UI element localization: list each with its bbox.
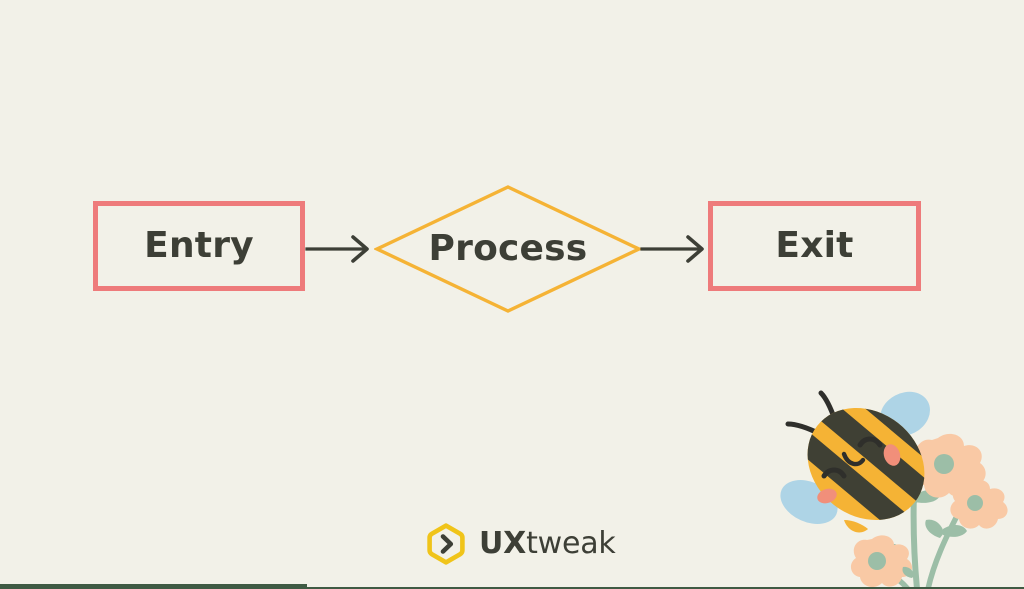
flow-node-entry-label: Entry xyxy=(144,225,254,266)
progress-fill xyxy=(0,584,308,589)
diamond-shape xyxy=(374,185,642,313)
logo-tweak-text: tweak xyxy=(526,526,616,561)
progress-bar[interactable] xyxy=(0,583,1024,589)
progress-track xyxy=(0,587,1024,589)
uxtweak-logo: UXtweak xyxy=(424,522,616,566)
flow-node-entry[interactable]: Entry xyxy=(93,201,305,291)
flow-node-process[interactable]: Process xyxy=(374,184,642,314)
bee-with-flowers-illustration xyxy=(780,384,1008,589)
flow-node-exit-label: Exit xyxy=(775,225,854,266)
logo-ux-text: UX xyxy=(479,526,527,561)
uxtweak-wordmark: UXtweak xyxy=(479,529,616,559)
flow-node-exit[interactable]: Exit xyxy=(708,201,921,291)
flower-blooms xyxy=(850,433,1008,588)
bee-face xyxy=(817,436,901,504)
hexagon-chevron-icon xyxy=(427,523,465,565)
connector-process-to-exit xyxy=(640,235,704,263)
flow-node-process-label: Process xyxy=(428,228,588,269)
connector-entry-to-process xyxy=(305,235,369,263)
